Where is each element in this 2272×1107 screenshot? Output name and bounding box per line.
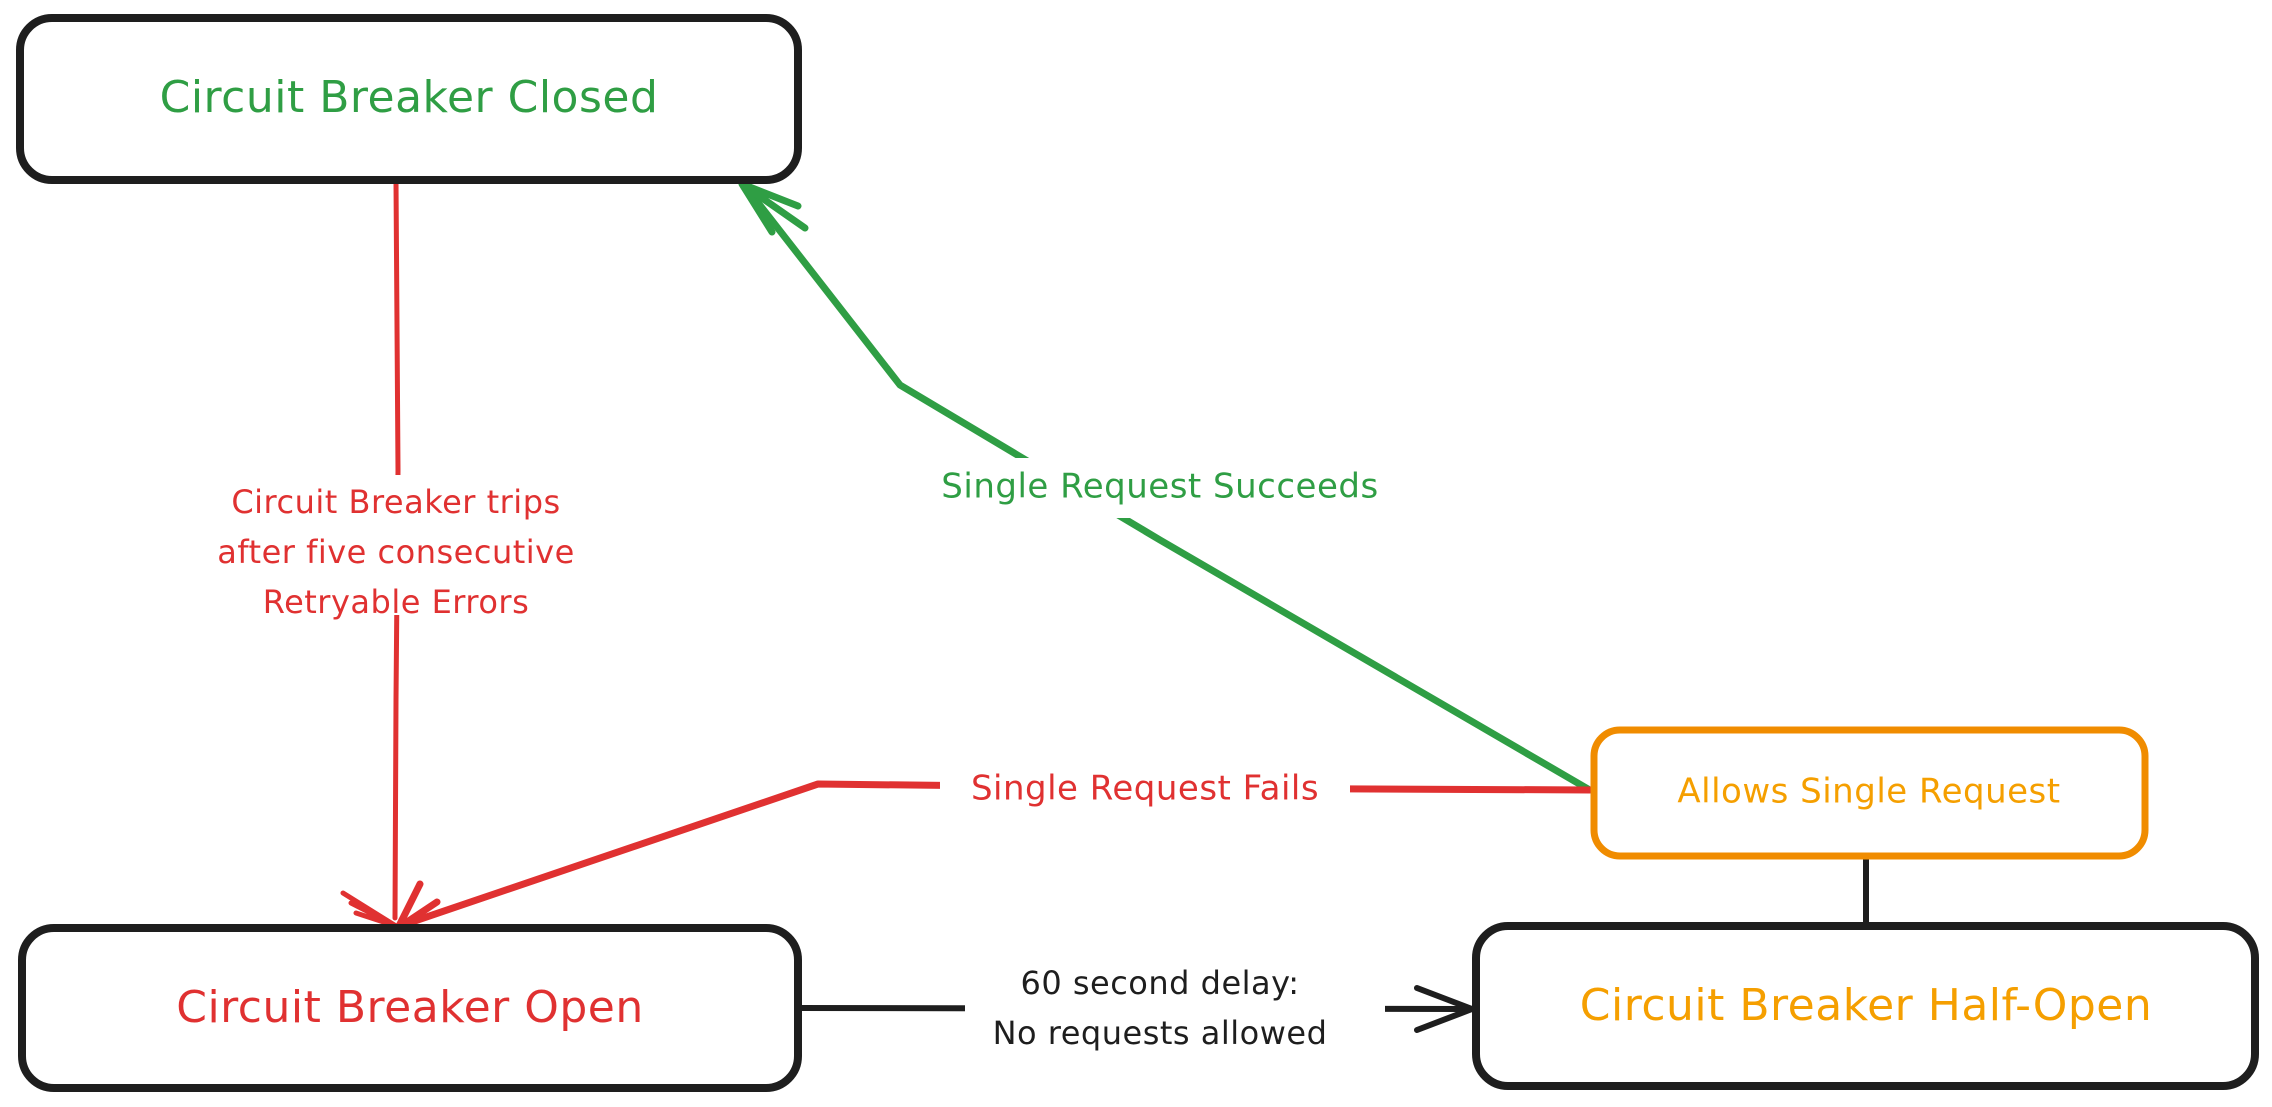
edge-label-allows-to-open-line1: Single Request Fails <box>971 769 1319 809</box>
node-circuit-breaker-half-open-box[interactable] <box>1472 922 2259 1090</box>
edge-label-bg-allows-to-closed <box>910 458 1410 518</box>
edge-closed-to-open-arrowhead <box>340 890 399 929</box>
node-circuit-breaker-half-open[interactable]: Circuit Breaker Half-Open <box>1472 922 2259 1090</box>
edge-label-closed-to-open: Circuit Breaker trips after five consecu… <box>217 483 575 621</box>
edge-open-to-half-open-arrowhead <box>1414 985 1475 1033</box>
edge-allows-to-closed-arrowhead <box>738 180 809 236</box>
node-circuit-breaker-closed-label: Circuit Breaker Closed <box>160 72 659 123</box>
edge-label-closed-to-open-line3: Retryable Errors <box>263 583 529 621</box>
edge-label-bg-open-to-half-open <box>965 950 1385 1070</box>
node-circuit-breaker-open-label: Circuit Breaker Open <box>176 982 644 1033</box>
edge-label-open-to-half-open: 60 second delay: No requests allowed <box>993 964 1328 1052</box>
node-circuit-breaker-half-open-label: Circuit Breaker Half-Open <box>1580 980 2153 1031</box>
node-circuit-breaker-closed[interactable]: Circuit Breaker Closed <box>16 14 802 184</box>
edge-label-bg-closed-to-open <box>180 475 620 615</box>
edge-label-allows-to-closed-line1: Single Request Succeeds <box>941 467 1378 507</box>
node-circuit-breaker-open[interactable]: Circuit Breaker Open <box>18 924 802 1092</box>
edge-label-open-to-half-open-line1: 60 second delay: <box>1020 964 1299 1002</box>
edge-label-bg-allows-to-open <box>940 762 1350 820</box>
node-allows-single-request-label: Allows Single Request <box>1677 772 2060 812</box>
node-allows-single-request[interactable]: Allows Single Request <box>1590 726 2149 860</box>
edge-label-allows-to-open: Single Request Fails <box>971 769 1319 809</box>
edge-label-closed-to-open-line1: Circuit Breaker trips <box>231 483 560 521</box>
node-circuit-breaker-open-box[interactable] <box>18 924 802 1092</box>
edge-label-open-to-half-open-line2: No requests allowed <box>993 1014 1328 1052</box>
node-allows-single-request-box[interactable] <box>1590 726 2149 860</box>
edge-label-closed-to-open-line2: after five consecutive <box>217 533 575 571</box>
node-circuit-breaker-closed-box[interactable] <box>16 14 802 184</box>
edge-label-allows-to-closed: Single Request Succeeds <box>941 467 1378 507</box>
